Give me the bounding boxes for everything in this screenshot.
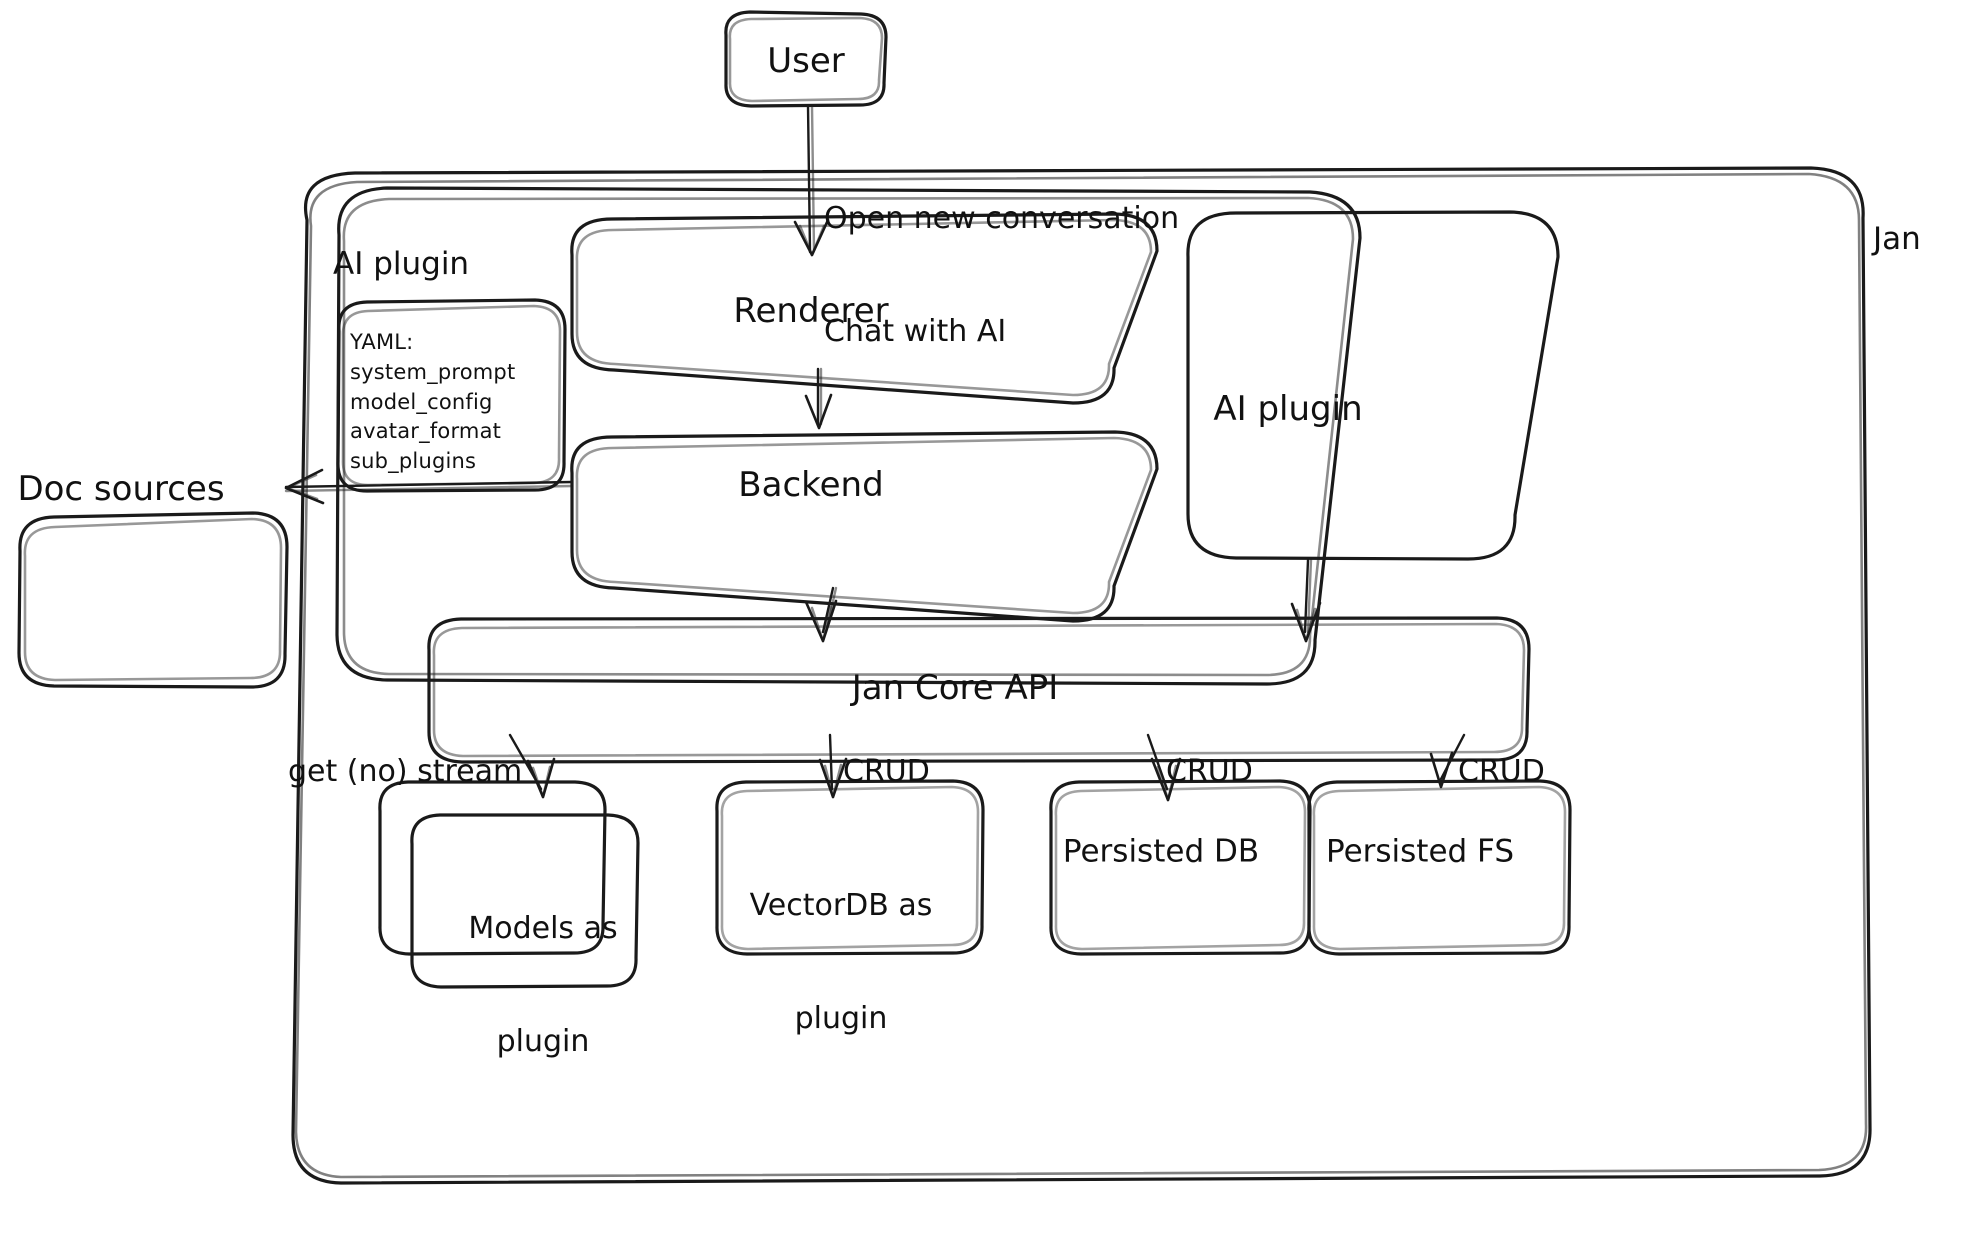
node-label-user[interactable]: User [767, 40, 845, 81]
edge-label-crud-persisted-fs: CRUD [1458, 754, 1545, 789]
yaml-card-text: YAML: system_prompt model_config avatar_… [350, 330, 516, 474]
edge-label-get-no-stream: get (no) stream [288, 754, 523, 789]
persisted-fs-shape [1307, 779, 1572, 956]
backend-shape [570, 430, 1159, 623]
node-label-doc-sources[interactable]: Doc sources [17, 468, 225, 509]
node-label-vectordb-as-plugin[interactable]: VectorDB as plugin [726, 812, 956, 1112]
renderer-shape [570, 212, 1159, 405]
edge-backend-to-core [804, 586, 838, 643]
edge-label-open-new-conversation: Open new conversation Chat with AI [824, 125, 1179, 425]
edge-label-crud-persisted-db: CRUD [1166, 754, 1253, 789]
group-label-ai-plugin: AI plugin [333, 246, 470, 282]
edge-label-line1: Open new conversation [824, 201, 1180, 236]
group-label-jan: Jan [1873, 221, 1921, 257]
models-as-plugin-line1: Models as [468, 911, 618, 946]
vectordb-as-plugin-line1: VectorDB as [749, 888, 933, 923]
edge-backend-to-doc-sources [284, 468, 574, 505]
node-label-backend[interactable]: Backend [738, 464, 884, 505]
models-as-plugin-line2: plugin [496, 1023, 590, 1059]
vectordb-as-plugin-line2: plugin [794, 1000, 888, 1036]
ai-plugin-box-shape [1186, 210, 1560, 561]
node-label-renderer[interactable]: Renderer [733, 290, 889, 331]
edge-core-to-persisted-fs [1429, 733, 1466, 789]
edge-ai-plugin-to-core [1290, 558, 1322, 643]
models-as-plugin-shape [378, 780, 640, 989]
ai-plugin-group-shape [335, 186, 1362, 686]
edge-core-to-vectordb [818, 733, 848, 799]
edge-core-to-models [508, 733, 556, 799]
jan-core-api-shape [427, 616, 1531, 764]
edge-core-to-persisted-db [1146, 733, 1182, 802]
node-label-models-as-plugin[interactable]: Models as plugin [443, 835, 643, 1135]
node-label-persisted-fs[interactable]: Persisted FS [1325, 833, 1515, 870]
user-shape [724, 10, 888, 108]
node-label-jan-core-api[interactable]: Jan Core API [851, 667, 1059, 708]
edge-renderer-to-backend [804, 367, 833, 430]
vectordb-as-plugin-shape [715, 779, 985, 956]
node-label-persisted-db[interactable]: Persisted DB [1062, 833, 1260, 870]
yaml-card-shape [336, 298, 567, 493]
doc-sources-shape [17, 511, 289, 689]
edge-label-line2: Chat with AI [824, 313, 1007, 349]
edge-label-crud-vectordb: CRUD [843, 754, 930, 789]
edge-user-to-renderer [793, 104, 830, 257]
node-label-ai-plugin-box[interactable]: AI plugin [1213, 388, 1363, 429]
jan-container-shape [291, 166, 1872, 1185]
